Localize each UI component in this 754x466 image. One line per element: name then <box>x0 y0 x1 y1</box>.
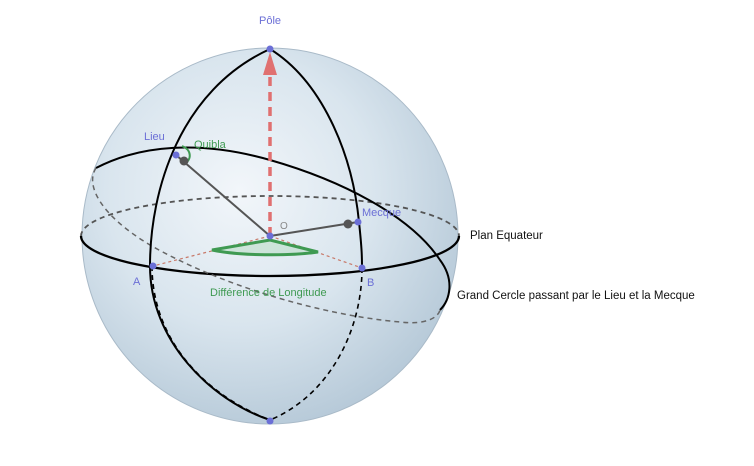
meridian-right-upper <box>269 48 363 269</box>
longitude-angle-arc <box>211 238 319 257</box>
lieu-direction-marker <box>179 156 189 166</box>
lieu-point <box>172 151 180 159</box>
radius-o-mecque <box>269 221 359 237</box>
meridian-left-lower-dashed <box>151 265 271 421</box>
point-a <box>149 262 157 270</box>
lieu-label: Lieu <box>144 131 165 143</box>
pole-point <box>266 45 274 53</box>
south-pole-point <box>266 417 274 425</box>
grand-cercle-label: Grand Cercle passant par le Lieu et la M… <box>457 290 695 302</box>
pole-label: Pôle <box>259 15 281 27</box>
mecque-label: Mecque <box>362 207 401 219</box>
pole-arrow-head <box>263 52 277 75</box>
mecque-point <box>354 218 362 226</box>
point-b-label: B <box>367 277 374 289</box>
origin-label: O <box>280 221 288 232</box>
radius-o-a <box>152 235 271 267</box>
mecque-direction-marker <box>343 219 353 229</box>
point-a-label: A <box>133 276 141 288</box>
great-circle-front <box>95 146 451 311</box>
origin-point <box>266 232 274 240</box>
radius-o-lieu <box>175 154 271 237</box>
meridian-right-lower <box>269 267 363 421</box>
plan-equateur-label: Plan Equateur <box>470 230 543 242</box>
point-b <box>358 264 366 272</box>
great-circle-back <box>91 167 441 324</box>
quibla-label: Quibla <box>194 139 227 151</box>
equator-back-arc <box>80 195 460 237</box>
longitude-difference-label: Différence de Longitude <box>210 287 327 299</box>
